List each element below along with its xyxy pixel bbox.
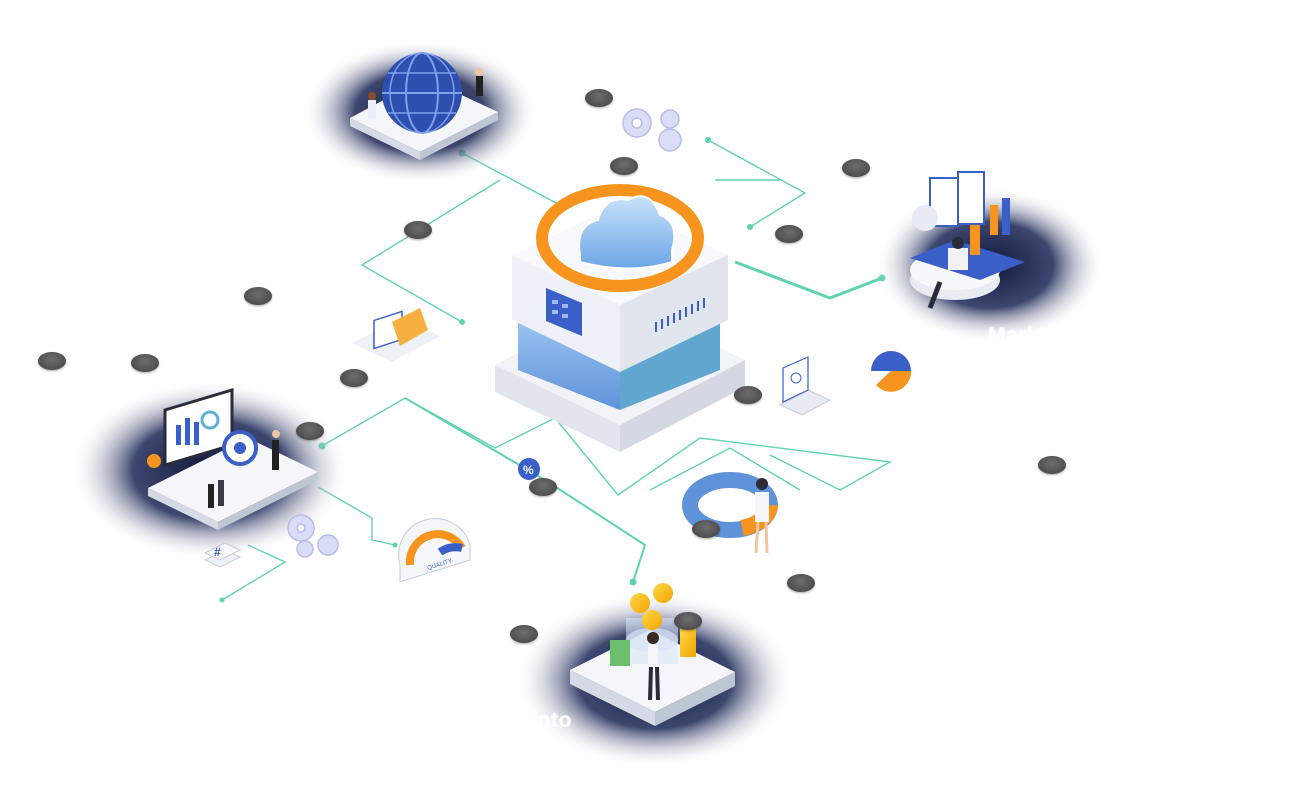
quality-gauge-icon: QUALITY [398, 518, 471, 583]
hotspot-marker[interactable] [404, 221, 432, 239]
hotspot-marker[interactable] [529, 478, 557, 496]
hotspot-marker[interactable] [787, 574, 815, 592]
hotspot-marker[interactable] [1038, 456, 1066, 474]
svg-text:%: % [523, 463, 534, 477]
hotspot-marker[interactable] [674, 612, 702, 630]
hotspot-marker[interactable] [38, 352, 66, 370]
node-label-myynti[interactable]: Myynti [64, 376, 134, 399]
taloushallinto-illustration[interactable] [570, 583, 735, 726]
coin-icon [630, 593, 650, 613]
hotspot-marker[interactable] [842, 159, 870, 177]
hotspot-marker[interactable] [510, 625, 538, 643]
svg-text:#: # [214, 545, 221, 559]
node-label-taloushallinto[interactable]: Taloushallinto [424, 709, 572, 732]
node-label-tietopalvelut[interactable]: Tietopalvelut [232, 33, 368, 56]
central-hub[interactable] [495, 184, 745, 452]
gears-icon [622, 108, 682, 152]
gears-left-icon [287, 514, 339, 558]
hotspot-marker[interactable] [775, 225, 803, 243]
hashtag-stack-icon: # [203, 542, 242, 568]
folder-upload-icon [352, 308, 440, 362]
tietopalvelut-illustration[interactable] [350, 52, 498, 160]
hotspot-marker[interactable] [244, 287, 272, 305]
hotspot-marker[interactable] [131, 354, 159, 372]
myynti-illustration[interactable] [147, 387, 318, 530]
markkinointi-illustration[interactable] [910, 171, 1025, 309]
donut-chart-illustration [682, 472, 778, 554]
hotspot-marker[interactable] [585, 89, 613, 107]
hotspot-marker[interactable] [340, 369, 368, 387]
laptop-settings-icon [778, 356, 832, 416]
hotspot-marker[interactable] [692, 520, 720, 538]
percent-badge: % [518, 458, 540, 480]
pie-chart-icon [870, 351, 912, 392]
hotspot-marker[interactable] [610, 157, 638, 175]
cloud-sync-icon [578, 195, 676, 270]
hotspot-marker[interactable] [296, 422, 324, 440]
connector-lines [221, 139, 893, 601]
node-label-markkinointi[interactable]: Markkinointi [988, 324, 1118, 347]
hotspot-marker[interactable] [734, 386, 762, 404]
